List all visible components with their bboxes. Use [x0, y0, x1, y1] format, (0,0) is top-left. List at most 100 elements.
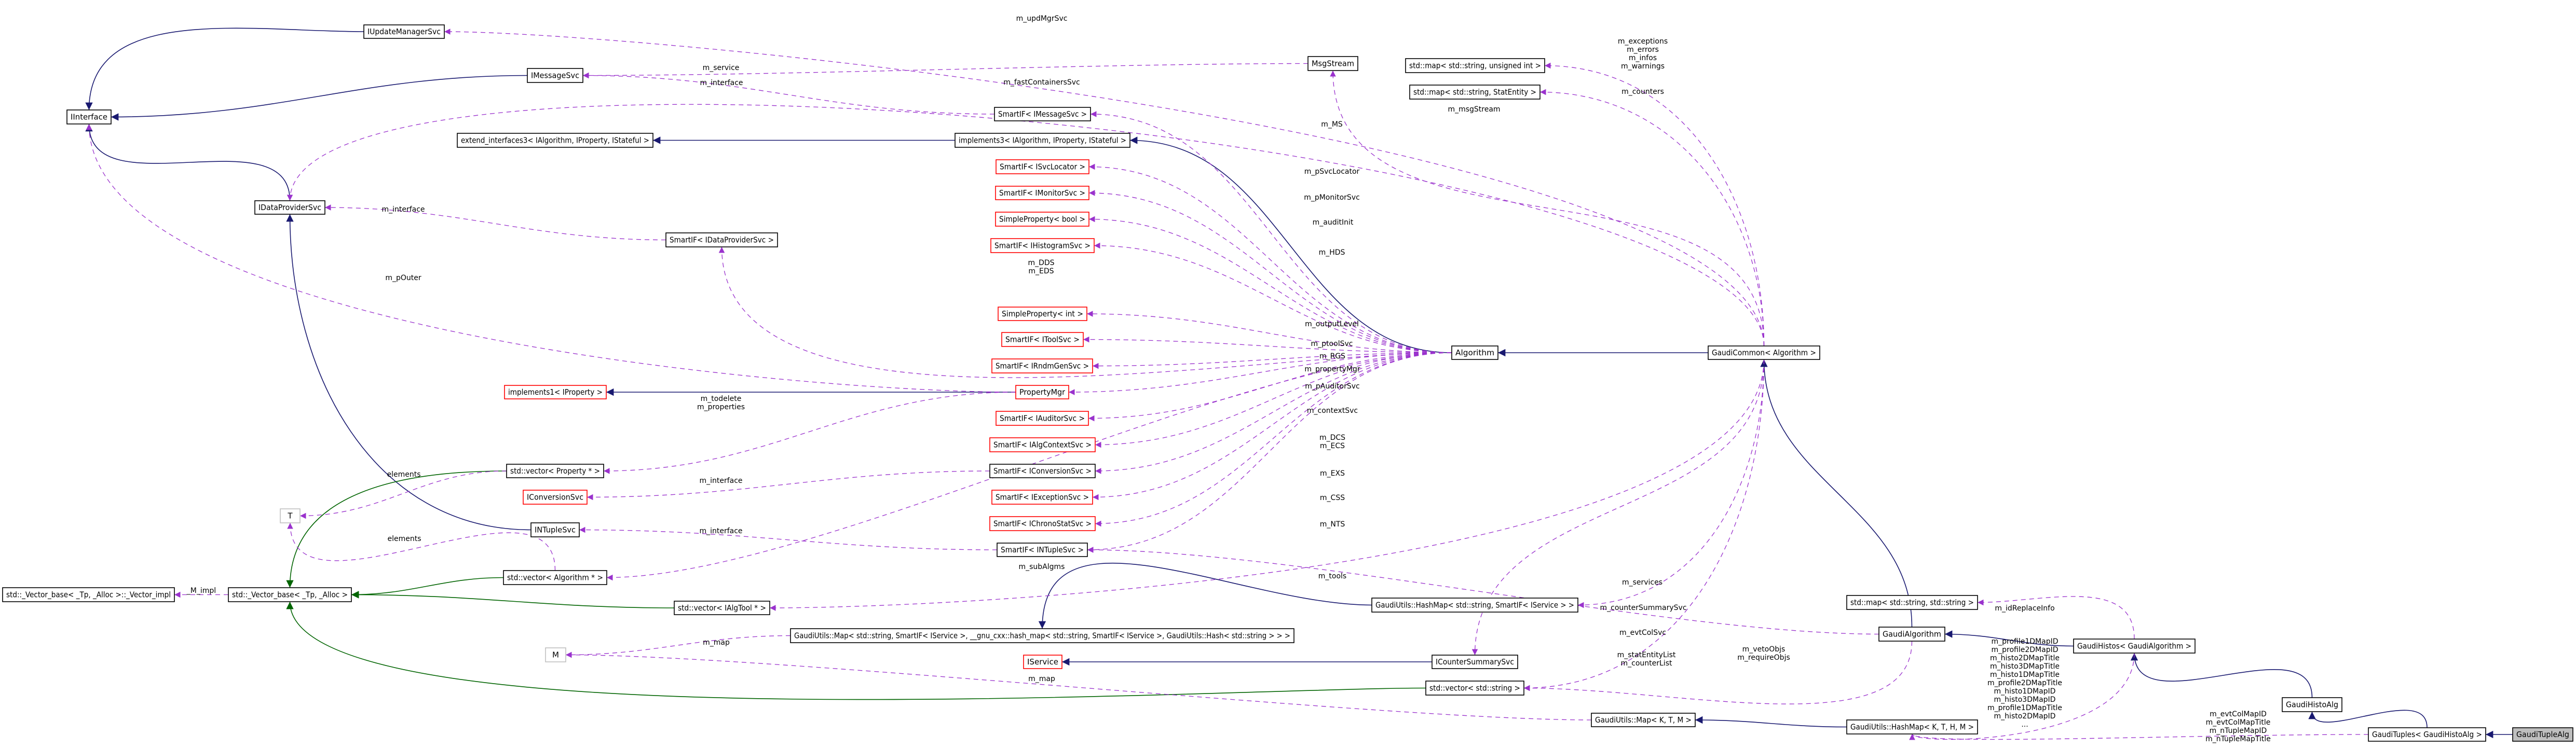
node-box — [527, 68, 583, 83]
node-box — [1432, 655, 1518, 669]
edge-usage-algo-to-siftool — [1083, 336, 1452, 353]
class-node-sifmsg[interactable]: SmartIF< IMessageSvc > — [994, 107, 1091, 121]
class-node-mapsvc[interactable]: GaudiUtils::Map< std::string, SmartIF< I… — [790, 628, 1294, 643]
class-node-sifsl[interactable]: SmartIF< ISvcLocator > — [996, 159, 1089, 174]
edge-usage-algo-to-spbool — [1088, 216, 1452, 353]
class-node-sifchr[interactable]: SmartIF< IChronoStatSvc > — [989, 516, 1096, 531]
class-node-isvc[interactable]: IService — [1023, 655, 1062, 669]
node-label: SmartIF< INTupleSvc > — [1001, 545, 1084, 554]
class-node-imp1[interactable]: implements1< IProperty > — [504, 385, 607, 399]
edge-label: m_pAuditorSvc — [1305, 382, 1359, 391]
edge-label: m_errors — [1627, 46, 1659, 54]
edge-usage-sifconv-to-iconv — [587, 470, 990, 501]
class-node-sifctx[interactable]: SmartIF< IAlgContextSvc > — [989, 437, 1096, 452]
node-label: std::vector< Algorithm * > — [507, 573, 603, 582]
class-node-mapss[interactable]: std::map< std::string, std::string > — [1846, 595, 1978, 610]
class-node-sifmon[interactable]: SmartIF< IMonitorSvc > — [995, 186, 1089, 200]
node-label: GaudiHistoAlg — [2286, 700, 2338, 710]
class-node-sifhist[interactable]: SmartIF< IHistogramSvc > — [990, 238, 1095, 253]
edge-label: m_vetoObjs — [1742, 645, 1786, 654]
edge-label: m_evtColSvc — [1619, 629, 1666, 637]
class-node-siftool[interactable]: SmartIF< IToolSvc > — [1001, 332, 1084, 347]
edge-label: m_histo2DMapID — [1994, 712, 2056, 720]
node-label: PropertyMgr — [1019, 387, 1066, 397]
edge-label: m_profile1DMapID — [1991, 637, 2058, 646]
node-label: ICounterSummarySvc — [1436, 657, 1514, 667]
class-node-spint[interactable]: SimpleProperty< int > — [998, 307, 1087, 321]
class-node-ntup[interactable]: INTupleSvc — [530, 522, 580, 537]
class-node-imp3[interactable]: implements3< IAlgorithm, IProperty, ISta… — [955, 133, 1130, 148]
class-node-vimpl[interactable]: std::_Vector_base< _Tp, _Alloc >::_Vecto… — [2, 587, 175, 602]
node-box — [1307, 56, 1358, 71]
class-node-vstr[interactable]: std::vector< std::string > — [1425, 681, 1524, 696]
node-label: SmartIF< IChronoStatSvc > — [993, 519, 1092, 529]
class-node-gtalg[interactable]: GaudiTupleAlg — [2512, 727, 2573, 742]
class-node-sifaud[interactable]: SmartIF< IAuditorSvc > — [996, 411, 1089, 426]
edge-label: m_evtColMapTitle — [2206, 718, 2271, 727]
edge-label: elements — [387, 535, 421, 543]
class-node-imsg[interactable]: IMessageSvc — [527, 68, 583, 83]
class-node-vtool[interactable]: std::vector< IAlgTool * > — [674, 601, 770, 615]
class-node-sifnt[interactable]: SmartIF< INTupleSvc > — [997, 543, 1088, 557]
edge-usage-algo-to-valg — [606, 352, 1452, 581]
edge-inheritance-hmsvc-to-mapsvc — [1038, 562, 1372, 629]
edges-layer — [85, 27, 2513, 740]
edge-label: m_pSvcLocator — [1304, 168, 1360, 176]
node-label: std::vector< std::string > — [1429, 684, 1520, 693]
class-node-iconv[interactable]: IConversionSvc — [523, 490, 588, 505]
edge-label: m_auditInit — [1313, 218, 1354, 227]
node-label: SmartIF< IMonitorSvc > — [999, 188, 1085, 198]
node-box — [1451, 345, 1498, 360]
class-node-iupd[interactable]: IUpdateManagerSvc — [363, 24, 445, 39]
node-label: GaudiUtils::HashMap< K, T, H, M > — [1850, 723, 1974, 732]
edge-label: m_counters — [1621, 88, 1664, 96]
edge-template-valg-to-vbase — [351, 577, 504, 599]
node-label: SimpleProperty< bool > — [999, 215, 1085, 224]
edge-label: m_histo1DMapID — [1994, 687, 2056, 696]
node-label: std::map< std::string, std::string > — [1850, 598, 1974, 607]
edge-label: m_ptoolSvc — [1311, 340, 1353, 348]
class-node-vbase[interactable]: std::_Vector_base< _Tp, _Alloc > — [228, 587, 352, 602]
class-node-iint[interactable]: IInterface — [66, 109, 112, 124]
class-node-vprop[interactable]: std::vector< Property * > — [506, 464, 604, 478]
edge-usage-gcom-to-vstr — [1523, 359, 1765, 691]
class-node-T: T — [280, 508, 301, 523]
node-label: SmartIF< IToolSvc > — [1005, 335, 1080, 344]
class-node-sifrndm[interactable]: SmartIF< IRndmGenSvc > — [991, 358, 1093, 373]
node-label: GaudiUtils::HashMap< std::string, SmartI… — [1375, 601, 1574, 610]
edge-label: ... — [2021, 720, 2028, 729]
node-box — [523, 490, 588, 505]
edge-usage-sifmsg-to-imsg — [582, 72, 995, 115]
node-box — [995, 186, 1089, 200]
class-node-pmgr[interactable]: PropertyMgr — [1015, 385, 1069, 399]
class-node-icss[interactable]: ICounterSummarySvc — [1432, 655, 1518, 669]
node-box — [790, 628, 1294, 643]
class-node-ghistos[interactable]: GaudiHistos< GaudiAlgorithm > — [2073, 639, 2196, 654]
class-node-msgs[interactable]: MsgStream — [1307, 56, 1358, 71]
class-node-valg[interactable]: std::vector< Algorithm * > — [503, 570, 607, 585]
class-node-mapse[interactable]: std::map< std::string, StatEntity > — [1409, 85, 1541, 100]
edge-usage-algo-to-sifchr — [1095, 352, 1452, 527]
node-box — [1023, 655, 1062, 669]
class-node-idps[interactable]: IDataProviderSvc — [254, 200, 325, 215]
class-node-spbool[interactable]: SimpleProperty< bool > — [995, 212, 1089, 227]
class-node-galg[interactable]: GaudiAlgorithm — [1878, 627, 1945, 642]
class-node-hmsvc[interactable]: GaudiUtils::HashMap< std::string, SmartI… — [1371, 598, 1578, 613]
edge-label: m_service — [703, 64, 740, 72]
class-node-mapui[interactable]: std::map< std::string, unsigned int > — [1405, 58, 1545, 73]
edge-label: m_infos — [1629, 54, 1657, 62]
class-node-sifconv[interactable]: SmartIF< IConversionSvc > — [989, 464, 1096, 478]
class-node-sifexc[interactable]: SmartIF< IExceptionSvc > — [991, 490, 1093, 505]
edge-label: m_nTupleMapTitle — [2205, 735, 2271, 743]
class-node-algo[interactable]: Algorithm — [1451, 345, 1498, 360]
node-box — [503, 570, 607, 585]
class-node-sifdps[interactable]: SmartIF< IDataProviderSvc > — [665, 232, 778, 247]
class-node-gcom[interactable]: GaudiCommon< Algorithm > — [1708, 345, 1820, 360]
class-node-mapktm[interactable]: GaudiUtils::Map< K, T, M > — [1591, 713, 1696, 727]
node-box — [996, 159, 1089, 174]
class-node-gtuples[interactable]: GaudiTuples< GaudiHistoAlg > — [2368, 727, 2486, 742]
class-node-ghalg[interactable]: GaudiHistoAlg — [2282, 697, 2342, 712]
class-node-ext3[interactable]: extend_interfaces3< IAlgorithm, IPropert… — [457, 133, 653, 148]
class-node-hmkthm[interactable]: GaudiUtils::HashMap< K, T, H, M > — [1846, 719, 1978, 734]
node-box — [280, 508, 301, 523]
